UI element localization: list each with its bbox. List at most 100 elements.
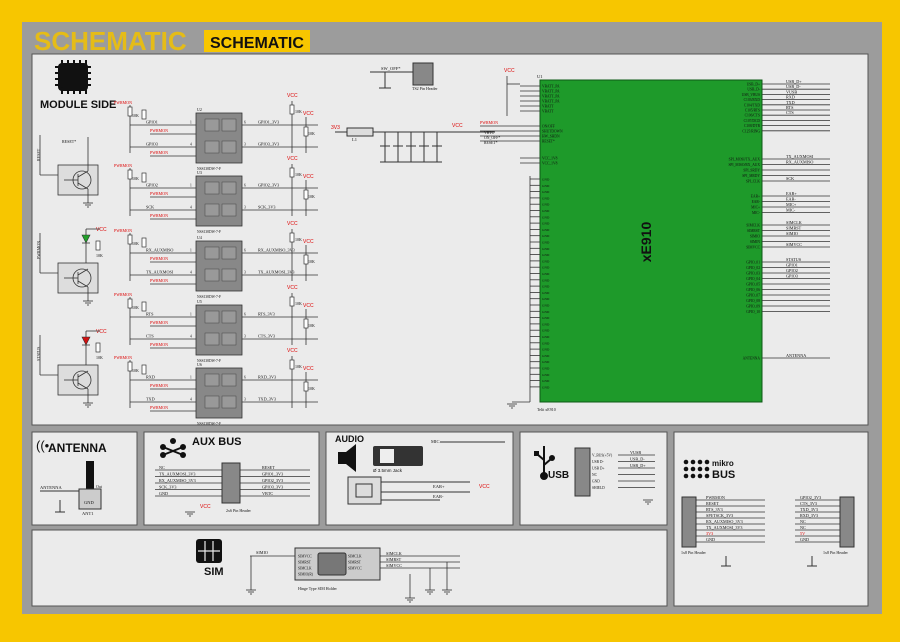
- chip-gnd-pin: GND: [542, 329, 550, 333]
- resistor-value: 10K: [308, 194, 315, 199]
- resistor-value: 10K: [295, 109, 302, 114]
- mikrobus-icon: [683, 459, 710, 479]
- pwrmon-label: PWRMON: [150, 342, 168, 347]
- chip-right-gpio-net: STATUS: [786, 257, 802, 262]
- chip-right-gpio: GPIO_06: [746, 288, 760, 292]
- audio-title: AUDIO: [335, 434, 364, 444]
- mikro-word: mikro: [712, 459, 734, 468]
- chip-gnd-pin: GND: [542, 241, 550, 245]
- chip-left-pin: ON/OFF: [542, 125, 555, 129]
- resistor-value: 10K: [96, 355, 103, 360]
- ts2-header-label: TS2 Pin Header: [412, 86, 438, 91]
- aux-bus-title: AUX BUS: [192, 436, 242, 448]
- shifter-right-net: RX_AUXMISO_3V3: [258, 248, 295, 253]
- chip-right-sim: SIMVCC: [746, 246, 760, 250]
- pin-number: 3: [244, 335, 246, 339]
- chip-right-gpio: GPIO_07: [746, 294, 760, 298]
- chip-right-pin-net: USB_D+: [786, 79, 802, 84]
- resistor-value: 10K: [308, 386, 315, 391]
- chip-right-gpio: GPIO_10: [746, 310, 760, 314]
- chip-gnd-pin: GND: [542, 373, 550, 377]
- shifter-right-net: TXD_3V3: [258, 397, 276, 402]
- chip-right-pin: USB_D-: [747, 88, 760, 92]
- resistor-value: 10K: [295, 172, 302, 177]
- pin-number: 3: [244, 143, 246, 147]
- aux-left-net: NC: [159, 465, 165, 470]
- fet-symbol: [221, 373, 237, 387]
- wire: [77, 370, 89, 378]
- usb-pin: NC: [592, 473, 598, 477]
- shifter-right-net: GPIO2_3V3: [258, 183, 279, 188]
- vcc-label: VCC: [287, 348, 298, 354]
- chip-right-gpio: GPIO_03: [746, 272, 760, 276]
- sim-title: SIM: [204, 566, 224, 578]
- shifter-left-net: RTS: [146, 312, 154, 317]
- chip-ref: U1: [537, 74, 543, 79]
- mikrobus-block: mikro BUS 1x8 Pin Header 1x8 Pin Header …: [681, 459, 855, 567]
- chip-vcc: VCC: [504, 68, 515, 74]
- usb-net: VUSB: [630, 450, 641, 455]
- chip-gnd-pin: GND: [542, 335, 550, 339]
- chip-right-ear-net: MIC-: [786, 208, 796, 213]
- fet-symbol: [221, 268, 237, 282]
- fet-symbol: [204, 203, 220, 217]
- chip-right-sim-net: SIMCLK: [786, 220, 802, 225]
- circuit-net-label: PWRMON: [36, 241, 41, 259]
- chip-right-sim-net: SIMVCC: [786, 242, 802, 247]
- aux-header-label: 2x6 Pin Header: [226, 508, 252, 513]
- fet-symbol: [204, 118, 220, 132]
- shifter-left-net: SCK: [146, 205, 154, 210]
- usb-pin: USB D-: [592, 460, 604, 464]
- aux-right-net: GPIO1_3V3: [262, 472, 283, 477]
- net-3v3: 3V3: [331, 125, 340, 131]
- circuit-net-label: STATUS: [36, 347, 41, 361]
- pwrmon-label: PWRMON: [150, 191, 168, 196]
- chip-right-pin: C103/RXD: [744, 98, 761, 102]
- pwrmon-label: PWRMON: [114, 228, 132, 233]
- chip-gnd-pin: GND: [542, 222, 550, 226]
- circuit-net-label: RESET: [36, 148, 41, 161]
- chip-gnd-pin: GND: [542, 379, 550, 383]
- chip-footer: Telit xE910: [537, 407, 556, 412]
- chip-right-pin: C105/RTS: [745, 109, 760, 113]
- chip-gnd-pin: GND: [542, 322, 550, 326]
- sim-net: SIMIO: [256, 550, 268, 555]
- fet-symbol: [221, 118, 237, 132]
- pwrmon-label: PWRMON: [150, 320, 168, 325]
- aux-bus-icon: [160, 438, 186, 458]
- sim-left-pin: SIMRST: [298, 561, 312, 565]
- header-watermark: SCHEMATIC: [34, 26, 187, 56]
- chip-gnd-pin: GND: [542, 304, 550, 308]
- chip-gnd-pin: GND: [542, 360, 550, 364]
- chip-right-aux-net: RX_AUXMISO: [786, 160, 813, 165]
- resistor: [95, 342, 101, 353]
- chip-right-ear: EAR+: [751, 195, 760, 199]
- resistor-value: 10K: [295, 364, 302, 369]
- shifter-right-net: SCK_3V3: [258, 205, 275, 210]
- antenna-out-label: Out: [96, 484, 103, 489]
- chip-net-reset: RESET*: [484, 141, 498, 145]
- led-vcc-label: VCC: [96, 329, 107, 335]
- chip-gnd-pin: GND: [542, 259, 550, 263]
- resistor-value: 10K: [132, 113, 139, 118]
- pwrmon-label: PWRMON: [150, 383, 168, 388]
- pin-number: 1: [190, 121, 192, 125]
- shifter-left-net: GPIO2: [146, 183, 158, 188]
- mikro-right-net: GND: [800, 537, 809, 542]
- chip-right-gpio: GPIO_01: [746, 261, 760, 265]
- mikro-left-net: SPI/TSCK_3V3: [706, 513, 733, 518]
- shifter-left-net: CTS: [146, 334, 154, 339]
- pin-number: 6: [244, 376, 246, 380]
- sim-holder-label: Hinge Type SIM Holder: [298, 586, 338, 591]
- chip-right-aux-net: TX_AUXMOSI: [786, 154, 814, 159]
- resistor: [303, 126, 309, 137]
- pin-number: 1: [190, 376, 192, 380]
- mikro-left-net: TX_AUXMOSI_3V3: [706, 525, 743, 530]
- sim-icon: [196, 539, 222, 563]
- sim-right-pin: SIMVCC: [348, 567, 362, 571]
